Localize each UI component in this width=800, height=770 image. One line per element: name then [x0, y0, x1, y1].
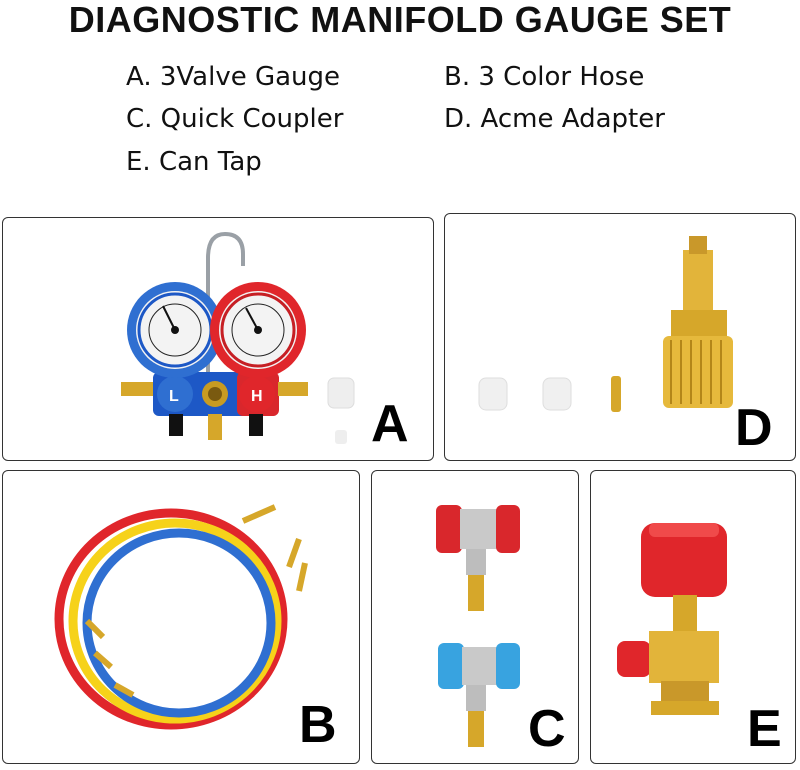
manifold-gauge-illustration: L H — [121, 231, 355, 444]
gauge-low-label: L — [169, 388, 179, 405]
legend-item-a: A. 3Valve Gauge — [126, 62, 341, 92]
can-tap-illustration — [617, 523, 727, 715]
panel-a-letter: A — [371, 395, 409, 453]
gauge-high-label: H — [251, 388, 263, 405]
acme-adapter-illustration — [478, 236, 733, 412]
panel-e-letter: E — [747, 700, 782, 758]
legend-item-d: D. Acme Adapter — [444, 104, 665, 134]
panel-a-manifold-gauge: L H A — [2, 217, 434, 461]
panel-d-acme-adapter: D — [444, 213, 796, 461]
color-hose-illustration — [54, 504, 308, 730]
panel-b-color-hose: B — [2, 470, 360, 764]
legend-item-c: C. Quick Coupler — [126, 104, 344, 134]
panel-e-can-tap: E — [590, 470, 796, 764]
quick-coupler-illustration — [436, 505, 520, 747]
legend-item-e: E. Can Tap — [126, 147, 262, 177]
panel-c-quick-coupler: C — [371, 470, 579, 764]
panel-d-letter: D — [735, 399, 773, 457]
panel-b-letter: B — [299, 696, 337, 754]
panel-c-letter: C — [528, 700, 566, 758]
page-title: DIAGNOSTIC MANIFOLD GAUGE SET — [68, 0, 732, 40]
legend-item-b: B. 3 Color Hose — [444, 62, 645, 92]
